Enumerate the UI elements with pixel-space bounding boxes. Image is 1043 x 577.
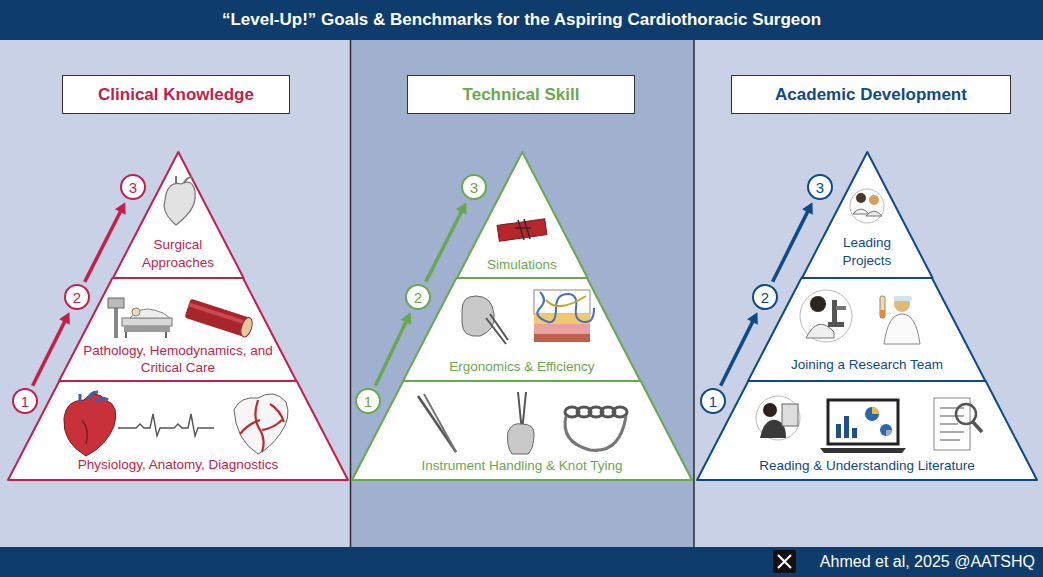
- panel-divider: [350, 40, 352, 547]
- laptop-charts: [820, 400, 906, 453]
- pyramid-tier: Physiology, Anatomy, Diagnostics: [8, 381, 348, 480]
- level-number-circle: 2: [64, 284, 90, 310]
- title-bar: [0, 0, 1043, 40]
- level-number: 2: [761, 290, 769, 305]
- panel-heading-box: Clinical Knowledge: [62, 75, 290, 114]
- ecg-trace: [118, 414, 214, 436]
- gloved-hand: [462, 296, 508, 344]
- pyramid-tier: Simulations: [457, 152, 588, 278]
- level-number-circle: 2: [752, 284, 778, 310]
- tier-label: Reading & Understanding Literature: [708, 457, 1027, 475]
- pyramid-tier: Pathology, Hemodynamics, and Critical Ca…: [59, 278, 296, 381]
- microscope-researcher: [800, 290, 852, 342]
- anatomical-heart: [64, 392, 116, 456]
- surgical-knot: [565, 407, 627, 450]
- pyramid-tier: Ergonomics & Efficiency: [403, 278, 640, 381]
- tier-label: Physiology, Anatomy, Diagnostics: [19, 456, 336, 474]
- tier-label: Surgical Approaches: [133, 236, 222, 271]
- blood-vessel: [184, 299, 254, 339]
- tier-label: Instrument Handling & Knot Tying: [363, 457, 682, 475]
- heart-sketch: [164, 176, 195, 225]
- caption-text: Ahmed et al, 2025 @AATSHQ: [820, 553, 1035, 571]
- level-number: 1: [709, 394, 717, 409]
- level-number-circle: 1: [355, 388, 381, 414]
- tier-label: Pathology, Hemodynamics, and Critical Ca…: [78, 342, 277, 377]
- level-number-circle: 2: [405, 284, 431, 310]
- level-number: 3: [470, 180, 478, 195]
- panel-divider: [693, 40, 695, 547]
- suture-pad: [497, 219, 547, 242]
- pyramid-tier: Joining a Research Team: [748, 278, 985, 381]
- level-number: 3: [129, 180, 137, 195]
- tier-label: Leading Projects: [823, 234, 910, 269]
- level-number: 1: [364, 394, 372, 409]
- needle-holder: [508, 392, 535, 454]
- level-number: 1: [21, 394, 29, 409]
- document-magnifier: [934, 398, 982, 450]
- level-number-circle: 3: [807, 174, 833, 200]
- level-number-circle: 1: [700, 388, 726, 414]
- forceps: [418, 394, 456, 452]
- panel-heading: Technical Skill: [463, 85, 580, 105]
- level-number-circle: 1: [12, 388, 38, 414]
- tier-label: Joining a Research Team: [760, 356, 974, 374]
- coronary-heart: [234, 394, 288, 454]
- level-number: 3: [816, 180, 824, 195]
- footer-bar: [0, 547, 1043, 577]
- panel-heading: Clinical Knowledge: [98, 85, 254, 105]
- level-number-circle: 3: [461, 174, 487, 200]
- panel-ground: [350, 40, 694, 547]
- panel-heading-box: Academic Development: [731, 75, 1011, 114]
- panel-heading: Academic Development: [775, 85, 967, 105]
- panel-heading-box: Technical Skill: [407, 75, 635, 114]
- tier-label: Ergonomics & Efficiency: [414, 358, 630, 376]
- level-number: 2: [414, 290, 422, 305]
- panel-ground: [0, 40, 350, 547]
- x-logo: [773, 550, 796, 573]
- title-text: “Level-Up!” Goals & Benchmarks for the A…: [222, 10, 821, 30]
- level-number: 2: [73, 290, 81, 305]
- test-tube-researcher: [880, 296, 920, 344]
- tissue-layers: [534, 290, 594, 342]
- tier-label: Simulations: [466, 256, 577, 274]
- hospital-bed: [108, 298, 172, 338]
- level-number-circle: 3: [120, 174, 146, 200]
- reader-at-desk: [756, 396, 800, 440]
- panel-ground: [694, 40, 1043, 547]
- research-leads: [850, 189, 884, 223]
